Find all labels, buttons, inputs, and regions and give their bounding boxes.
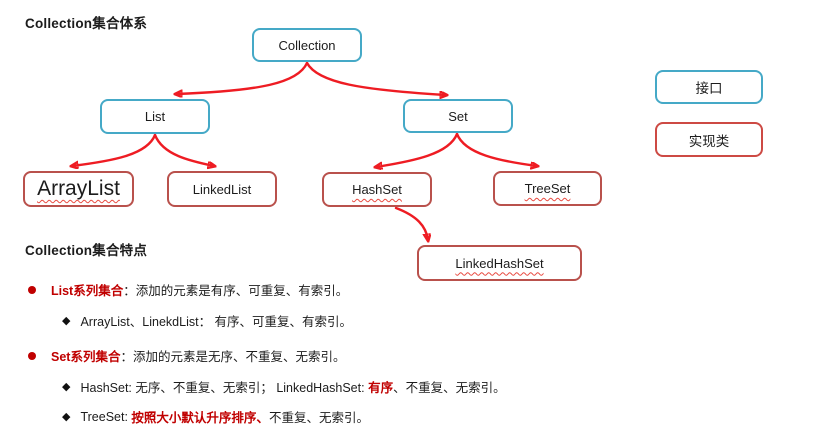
edge-set-hashset	[376, 132, 459, 167]
diamond-icon: ◆	[62, 411, 71, 423]
bullet-list-series: List系列集合 ：添加的元素是有序、可重复、有索引。	[28, 280, 348, 299]
treeset-text-red: 按照大小默认升序排序、	[131, 411, 269, 425]
node-hashset: HashSet	[322, 172, 432, 207]
legend-interface-box: 接口	[655, 70, 763, 104]
legend-class-label: 实现类	[688, 133, 730, 149]
node-list-label: List	[144, 109, 166, 124]
node-treeset: TreeSet	[493, 171, 602, 206]
node-set-label: Set	[448, 108, 468, 124]
legend-class-box: 实现类	[655, 122, 763, 157]
list-series-text: ：添加的元素是有序、可重复、有索引。	[123, 284, 349, 298]
hashset-text-pre: HashSet: 无序、不重复、无索引； LinkedHashSet:	[80, 381, 369, 395]
node-hashset-label: HashSet	[352, 182, 402, 197]
arraylist-linkedlist-text: ArrayList、LinekdList： 有序、可重复、有索引。	[80, 315, 353, 329]
treeset-text-post: 不重复、无索引。	[268, 411, 369, 425]
node-linkedhashset: LinkedHashSet	[417, 245, 582, 281]
edge-list-linkedlist	[153, 133, 214, 166]
node-set: Set	[403, 99, 513, 133]
hashset-text-red: 有序	[368, 381, 394, 395]
set-series-label: Set系列集合	[51, 350, 121, 364]
set-series-text: ：添加的元素是无序、不重复、无索引。	[120, 350, 346, 364]
edge-collection-set	[305, 61, 446, 95]
bullet-dot-icon	[28, 285, 36, 294]
node-treeset-label: TreeSet	[524, 181, 571, 196]
features-title: Collection集合特点	[25, 243, 148, 258]
node-linkedhashset-label: LinkedHashSet	[455, 255, 544, 271]
hierarchy-title: Collection集合体系	[25, 16, 148, 31]
edge-set-treeset	[455, 132, 537, 166]
hashset-text-post: 、不重复、无索引。	[393, 381, 506, 395]
node-linkedlist: LinkedList	[167, 171, 277, 207]
edge-collection-list	[176, 61, 309, 94]
node-linkedlist-label: LinkedList	[192, 181, 252, 197]
diamond-icon: ◆	[62, 315, 71, 327]
edge-hashset-linkedhashset	[394, 206, 428, 240]
edge-list-arraylist	[72, 133, 157, 166]
node-list: List	[100, 99, 210, 134]
bullet-set-series: Set系列集合 ：添加的元素是无序、不重复、无索引。	[28, 346, 345, 365]
subbullet-arraylist-linkedlist: ◆ ArrayList、LinekdList： 有序、可重复、有索引。	[62, 311, 352, 330]
bullet-dot-icon	[28, 351, 36, 360]
legend-interface-label: 接口	[695, 81, 723, 96]
list-series-label: List系列集合	[51, 284, 124, 298]
treeset-text-pre: TreeSet:	[80, 409, 132, 424]
node-collection-label: Collection	[278, 37, 336, 53]
node-arraylist: ArrayList	[23, 171, 134, 207]
node-arraylist-label: ArrayList	[37, 177, 120, 200]
subbullet-treeset: ◆ TreeSet: 按照大小默认升序排序、 不重复、无索引。	[62, 407, 369, 426]
diamond-icon: ◆	[62, 381, 71, 393]
node-collection: Collection	[252, 28, 362, 62]
subbullet-hashset-linkedhashset: ◆ HashSet: 无序、不重复、无索引； LinkedHashSet: 有序…	[62, 377, 506, 396]
